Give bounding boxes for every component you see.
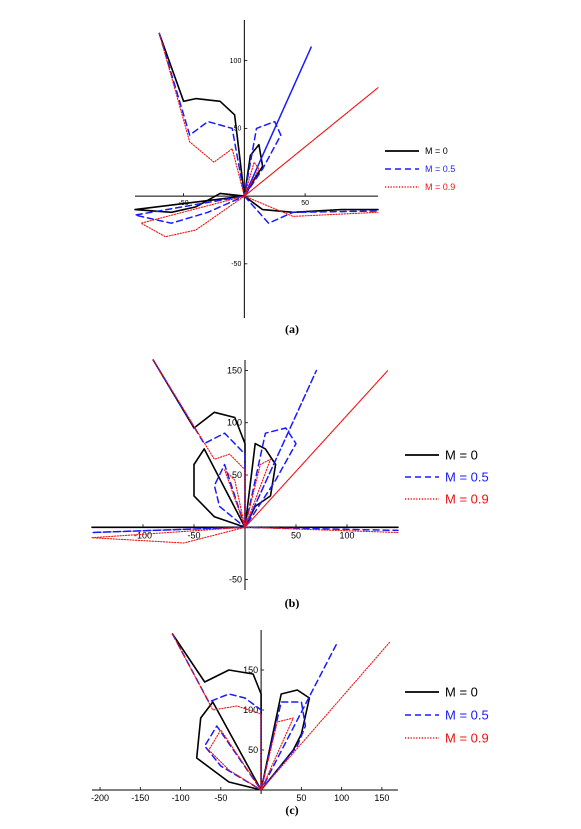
legend-label-m05: M = 0.5 bbox=[425, 164, 455, 174]
series-line-m0 bbox=[134, 32, 379, 214]
x-tick-label: -150 bbox=[131, 793, 149, 803]
x-tick-label: -100 bbox=[134, 530, 152, 540]
y-tick-label: 100 bbox=[230, 58, 242, 65]
series-line-m05 bbox=[134, 32, 379, 224]
x-tick-label: 150 bbox=[374, 793, 389, 803]
panel-b-plot: -100 -50 50 100 150 100 50 -50 bbox=[91, 359, 399, 590]
y-tick-label: 100 bbox=[243, 705, 258, 715]
x-tick-label: -50 bbox=[187, 530, 200, 540]
panel-a-caption: (a) bbox=[285, 322, 299, 336]
series-line-m09 bbox=[171, 633, 391, 791]
panel-b-caption: (b) bbox=[285, 596, 300, 610]
x-tick-label: -200 bbox=[91, 793, 109, 803]
legend-label-m05: M = 0.5 bbox=[445, 707, 489, 722]
y-tick-label: 100 bbox=[227, 418, 242, 428]
panel-b-legend: M = 0 M = 0.5 M = 0.9 bbox=[405, 447, 489, 506]
series-line-m05 bbox=[171, 633, 339, 791]
legend-label-m05: M = 0.5 bbox=[445, 469, 489, 484]
legend-label-m0: M = 0 bbox=[445, 447, 478, 462]
x-tick-label: 50 bbox=[296, 793, 306, 803]
x-tick-label: -100 bbox=[172, 793, 190, 803]
y-tick-label: 150 bbox=[243, 665, 258, 675]
y-tick-label: 150 bbox=[227, 365, 242, 375]
y-tick-label: 50 bbox=[234, 126, 242, 133]
legend-label-m0: M = 0 bbox=[445, 684, 478, 699]
y-tick-label: 50 bbox=[248, 745, 258, 755]
legend-label-m09: M = 0.9 bbox=[425, 182, 455, 192]
y-tick-label: -50 bbox=[229, 575, 242, 585]
y-tick-label: 50 bbox=[232, 470, 242, 480]
panel-c-legend: M = 0 M = 0.5 M = 0.9 bbox=[405, 684, 489, 745]
x-tick-label: -50 bbox=[214, 793, 227, 803]
x-tick-label: 100 bbox=[334, 793, 349, 803]
legend-label-m09: M = 0.9 bbox=[445, 730, 489, 745]
series-line-m09 bbox=[140, 32, 379, 238]
x-tick-label: 50 bbox=[291, 530, 301, 540]
panel-a-legend: M = 0 M = 0.5 M = 0.9 bbox=[385, 146, 455, 192]
x-tick-label: 50 bbox=[301, 200, 309, 207]
panel-c-plot: -200 -150 -100 -50 50 100 150 150 100 50 bbox=[91, 630, 398, 803]
y-tick-label: -50 bbox=[231, 261, 241, 268]
x-tick-label: 100 bbox=[339, 530, 354, 540]
series-line-m09 bbox=[91, 359, 399, 544]
panel-c-caption: (c) bbox=[285, 803, 298, 817]
legend-label-m09: M = 0.9 bbox=[445, 491, 489, 506]
series-line-m0 bbox=[171, 633, 311, 791]
legend-label-m0: M = 0 bbox=[425, 146, 448, 156]
